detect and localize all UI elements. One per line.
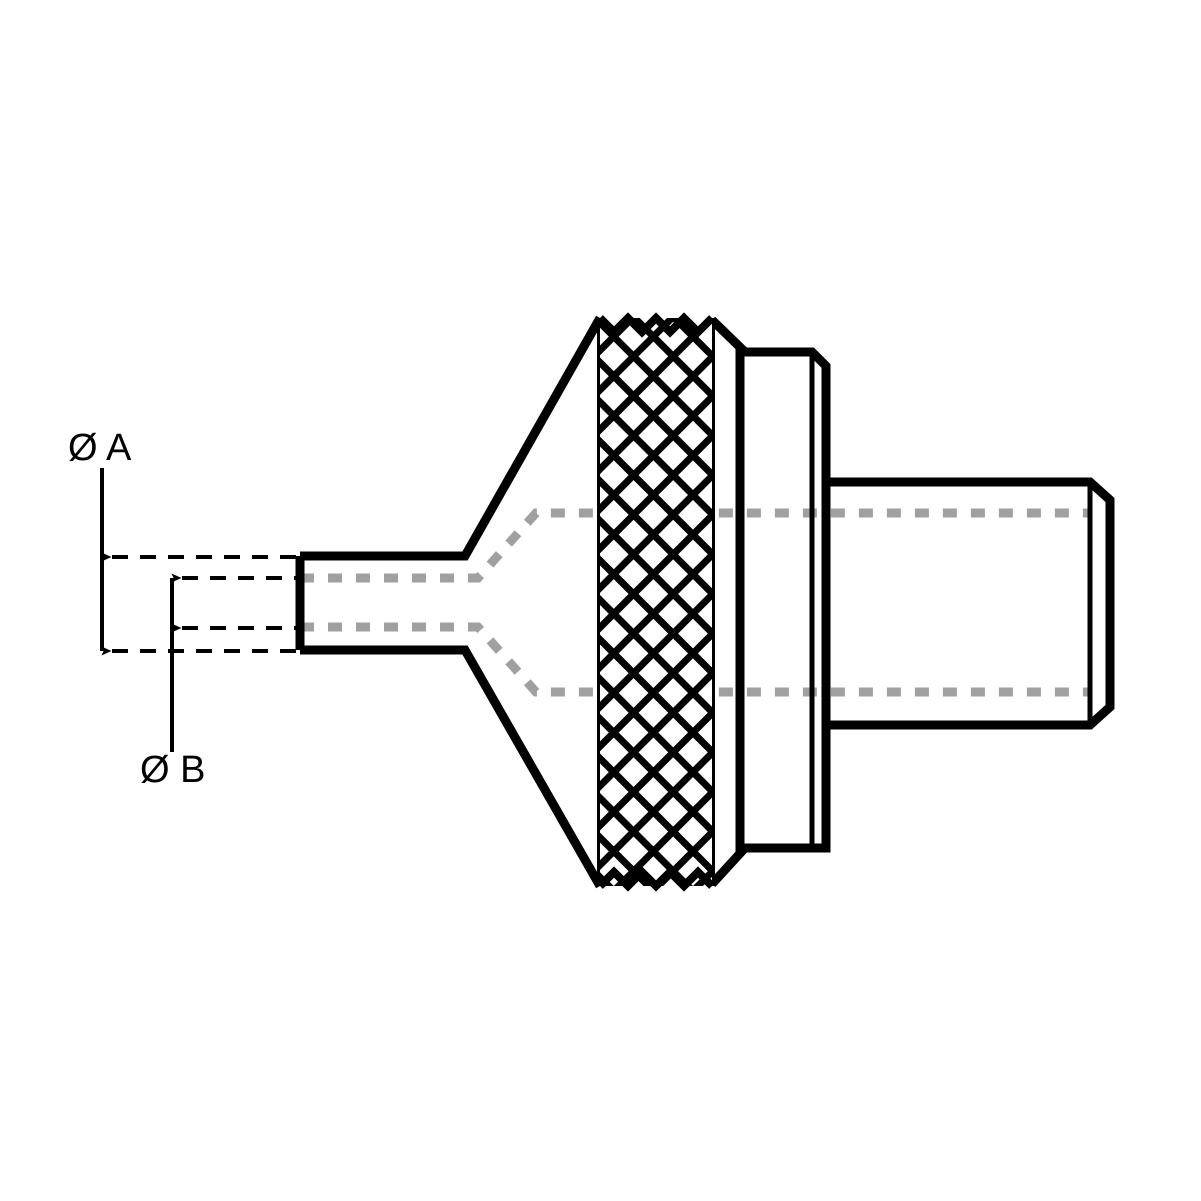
dimension-dia-b: Ø B — [140, 573, 300, 791]
lower-knurl-to-collar-chamfer — [708, 844, 749, 888]
knurl-top-zigzag — [597, 312, 715, 338]
lower-tube-and-cone — [300, 645, 604, 889]
dia-a-label: Ø A — [68, 427, 132, 469]
knurl-zigzag-edges — [597, 312, 715, 892]
dimension-dia-a: Ø A — [68, 427, 300, 656]
knurl-bottom-zigzag — [597, 866, 715, 892]
upper-knurl-to-collar-chamfer — [708, 316, 749, 356]
shaft-body — [826, 477, 1115, 730]
knurl-region — [600, 318, 712, 886]
dia-b-label: Ø B — [140, 749, 205, 791]
upper-tube-and-cone — [300, 315, 604, 561]
knurl-hatch-fill — [600, 318, 712, 886]
